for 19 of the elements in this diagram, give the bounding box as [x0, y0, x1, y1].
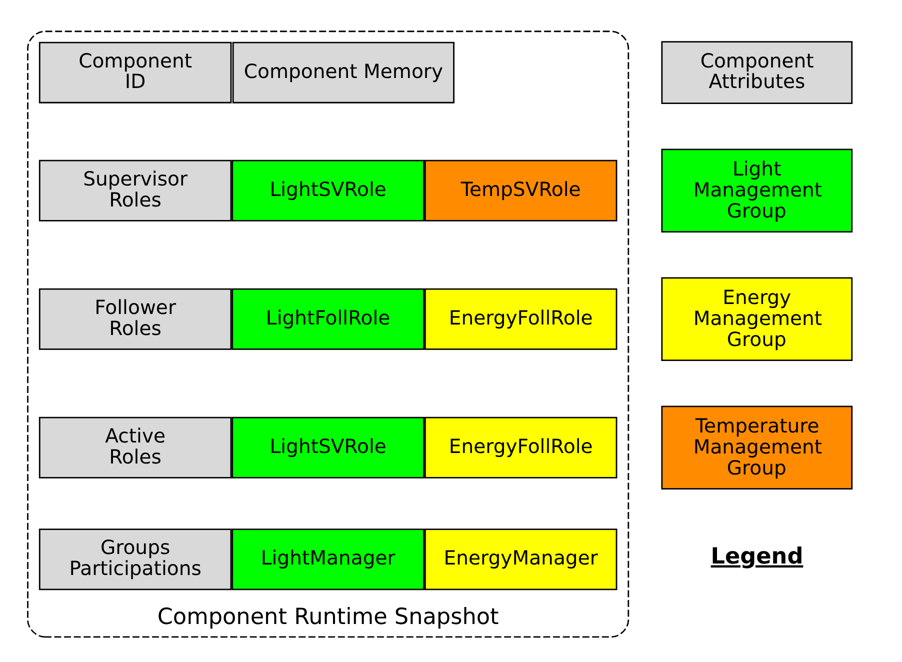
node-box: EnergyFollRole — [424, 416, 618, 478]
legend-label: Component Attributes — [700, 49, 814, 94]
legend-label: Temperature Management Group — [693, 414, 822, 480]
node-box: Component Memory — [232, 42, 454, 104]
node-box: Supervisor Roles — [38, 160, 232, 222]
node-box: Active Roles — [38, 416, 232, 478]
node-box: TempSVRole — [424, 160, 618, 222]
node-box: LightManager — [232, 528, 424, 590]
node-box: LightFollRole — [232, 288, 424, 350]
node-box: LightSVRole — [232, 416, 424, 478]
node-box: Component ID — [38, 42, 232, 104]
node-box: LightSVRole — [232, 160, 424, 222]
legend-label: Energy Management Group — [693, 286, 822, 351]
node-box: EnergyFollRole — [424, 288, 618, 350]
node-box: Follower Roles — [38, 288, 232, 350]
node-box: EnergyManager — [424, 528, 618, 590]
label: Legend — [710, 543, 804, 570]
legend-label: Light Management Group — [693, 158, 822, 222]
node-box: Groups Participations — [38, 528, 232, 590]
